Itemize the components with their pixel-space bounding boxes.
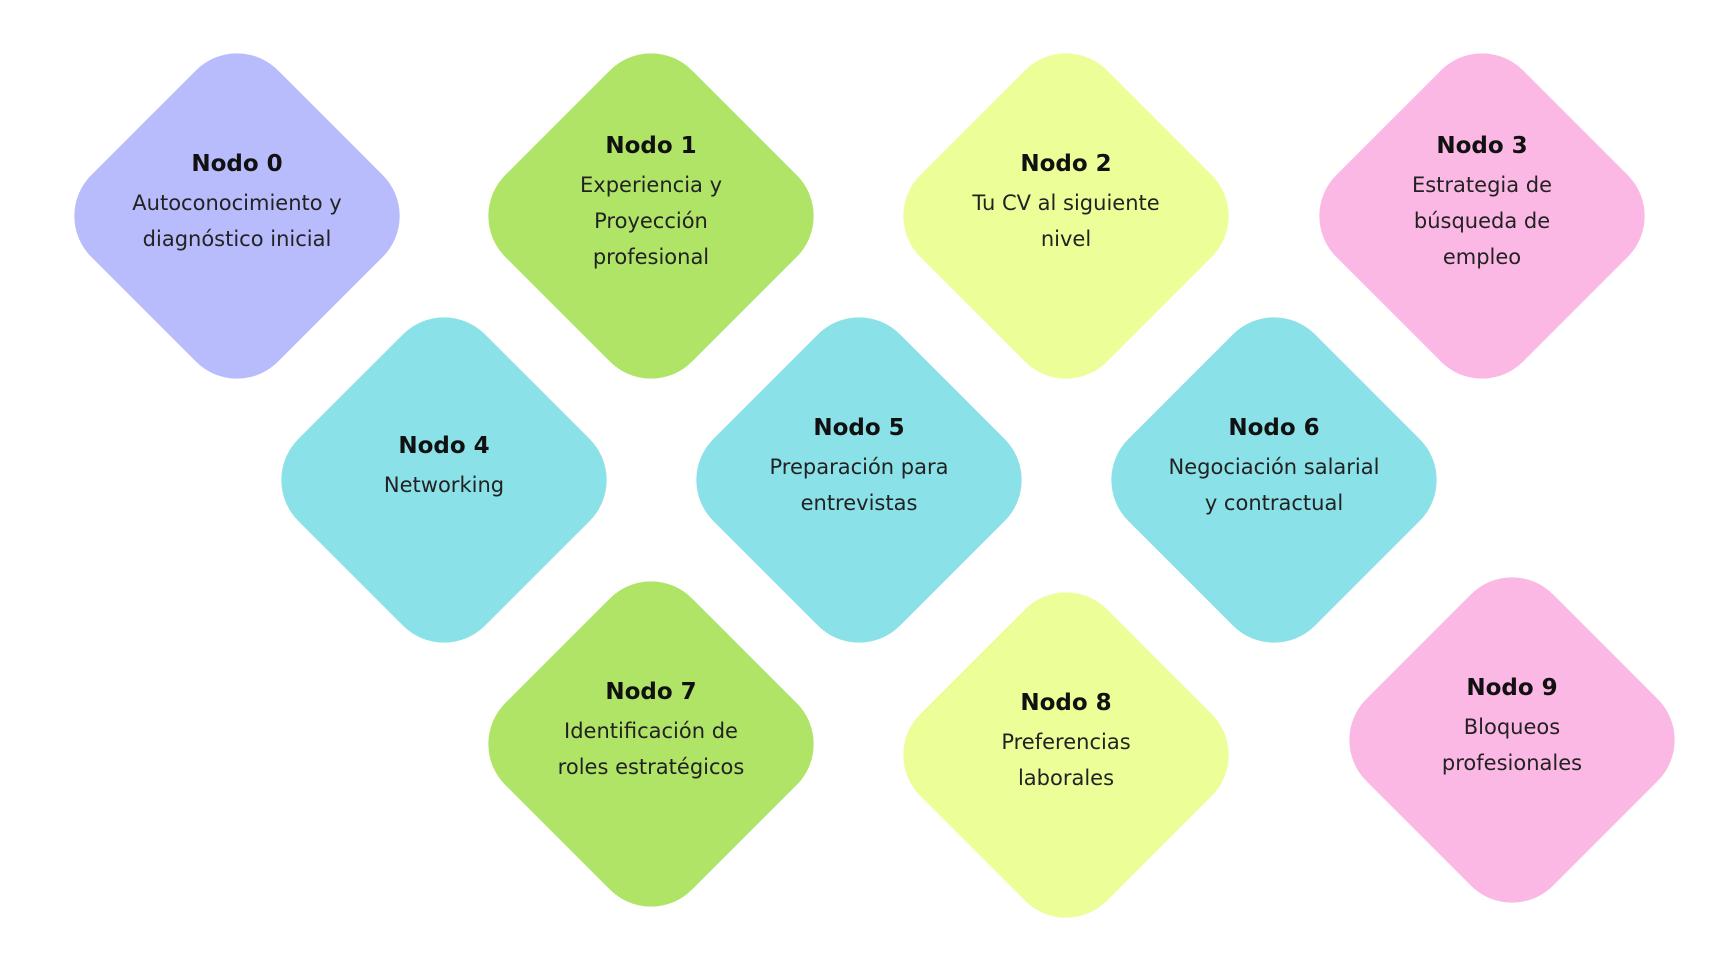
node-description-line: nivel	[1040, 227, 1092, 251]
node-description-line: Proyección	[594, 209, 708, 233]
node-description-line: Autoconocimiento y	[132, 191, 342, 215]
node-7: Nodo 7 Identificación de roles estratégico…	[464, 557, 838, 931]
node-description-line: Preferencias	[1001, 730, 1131, 754]
node-description-line: empleo	[1442, 245, 1522, 269]
node-text: Nodo 4 Networking	[314, 282, 574, 654]
node-text: Nodo 1 Experiencia y Proyección profesional	[521, 18, 781, 390]
node-description-line: roles estratégicos	[557, 755, 745, 779]
node-text: Nodo 8 Preferencias laborales	[936, 557, 1196, 929]
node-1: Nodo 1 Experiencia y Proyección profesional	[464, 29, 838, 403]
node-description-line: Experiencia y	[580, 173, 722, 197]
node-text: Nodo 9 Bloqueos profesionales	[1382, 542, 1642, 914]
node-6: Nodo 6 Negociación salarial y contractual	[1087, 293, 1461, 667]
node-description-line: Preparación para	[769, 455, 949, 479]
node-title: Nodo 8	[1020, 690, 1112, 716]
node-text: Nodo 3 Estrategia de búsqueda de empleo	[1352, 18, 1612, 390]
node-text: Nodo 5 Preparación para entrevistas	[729, 282, 989, 654]
node-0: Nodo 0 Autoconocimiento y diagnóstico inic…	[50, 29, 424, 403]
node-9: Nodo 9 Bloqueos profesionales	[1325, 553, 1699, 927]
node-title: Nodo 1	[605, 133, 697, 159]
node-description-line: Negociación salarial	[1168, 455, 1380, 479]
node-8: Nodo 8 Preferencias laborales	[879, 568, 1253, 942]
node-description-line: Tu CV al siguiente	[972, 191, 1160, 215]
node-title: Nodo 2	[1020, 151, 1112, 177]
node-text: Nodo 7 Identificación de roles estratégico…	[521, 546, 781, 918]
node-description-line: profesionales	[1441, 751, 1583, 775]
node-description-line: Bloqueos	[1463, 715, 1561, 739]
node-description-line: Identificación de	[564, 719, 738, 743]
node-text: Nodo 0 Autoconocimiento y diagnóstico inic…	[107, 18, 367, 390]
node-text: Nodo 2 Tu CV al siguiente nivel	[936, 18, 1196, 390]
node-title: Nodo 5	[813, 415, 905, 441]
node-title: Nodo 9	[1466, 675, 1558, 701]
node-description-line: y contractual	[1204, 491, 1344, 515]
node-3: Nodo 3 Estrategia de búsqueda de empleo	[1295, 29, 1669, 403]
node-title: Nodo 0	[191, 151, 283, 177]
node-description-line: entrevistas	[800, 491, 918, 515]
node-title: Nodo 6	[1228, 415, 1320, 441]
node-description-line: Networking	[383, 473, 505, 497]
node-title: Nodo 7	[605, 679, 697, 705]
node-2: Nodo 2 Tu CV al siguiente nivel	[879, 29, 1253, 403]
node-text: Nodo 6 Negociación salarial y contractual	[1144, 282, 1404, 654]
node-description-line: diagnóstico inicial	[142, 227, 332, 251]
node-4: Nodo 4 Networking	[257, 293, 631, 667]
node-description-line: búsqueda de	[1413, 209, 1551, 233]
node-description-line: laborales	[1017, 766, 1115, 790]
node-title: Nodo 3	[1436, 133, 1528, 159]
node-description-line: profesional	[592, 245, 710, 269]
node-description-line: Estrategia de	[1411, 173, 1553, 197]
node-title: Nodo 4	[398, 433, 490, 459]
node-5: Nodo 5 Preparación para entrevistas	[672, 293, 1046, 667]
